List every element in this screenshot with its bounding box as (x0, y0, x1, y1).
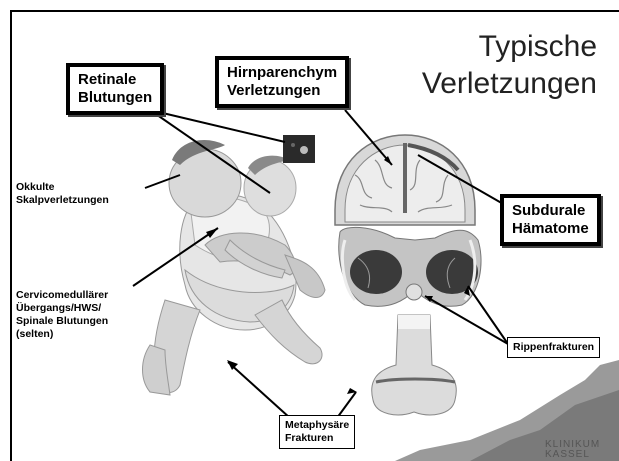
klinikum-kassel-logo: KLINIKUM KASSEL (545, 440, 600, 460)
label-okkulte-skalpverletzungen: Okkulte Skalpverletzungen (16, 181, 109, 207)
line-rippen-2 (425, 296, 508, 344)
label-subdurale-haematome: Subdurale Hämatome (500, 194, 601, 246)
label-metaphysaere-frakturen: Metaphysäre Frakturen (279, 415, 355, 449)
connector-lines-metaphys (228, 362, 356, 418)
line-retinal-image (150, 110, 285, 142)
title-line-1: Typische (422, 28, 597, 65)
bone-illustration (372, 315, 457, 415)
slide-title: Typische Verletzungen (422, 28, 597, 102)
brain-illustration (335, 135, 475, 225)
label-retinale-blutungen: Retinale Blutungen (66, 63, 164, 115)
retinal-image (283, 135, 315, 163)
ribcage-illustration (339, 227, 481, 306)
label-cervicomedullaerer: Cervicomedullärer Übergangs/HWS/ Spinale… (16, 289, 108, 341)
title-line-2: Verletzungen (422, 65, 597, 102)
label-hirnparenchym: Hirnparenchym Verletzungen (215, 56, 349, 108)
line-rippen-1 (468, 286, 508, 344)
label-rippenfrakturen: Rippenfrakturen (507, 337, 600, 358)
